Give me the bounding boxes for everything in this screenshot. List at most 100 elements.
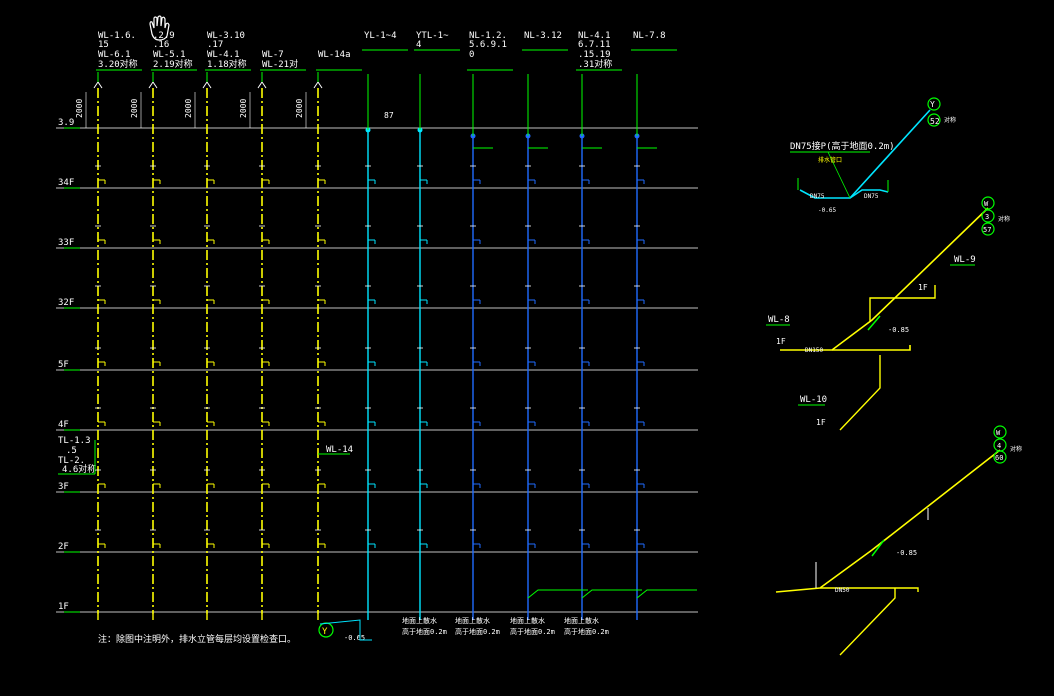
floor-label: 3F <box>58 482 69 492</box>
bottom-leader <box>527 589 588 599</box>
floor-label: 32F <box>58 298 74 308</box>
bottom-note: 注：除图中注明外，排水立管每层均设置检查口。 <box>98 633 296 645</box>
svg-text:-0.65: -0.65 <box>818 207 836 214</box>
riser-tag2: WL-6.1 <box>98 50 131 60</box>
floor-label: 3.9 <box>58 118 74 128</box>
riser-tag: YL-1~4 <box>364 31 397 41</box>
floor-lines <box>56 127 698 613</box>
dim-label: 2000 <box>75 99 84 118</box>
detail-wl8: WL-8 <box>768 315 790 325</box>
detail-neg: -0.85 <box>888 326 909 334</box>
svg-text:W: W <box>996 429 1001 437</box>
dim-label: 2000 <box>130 99 139 118</box>
riser-tag2: 0 <box>469 50 474 60</box>
riser-tag-sub: .17 <box>207 40 223 50</box>
riser-tag: WL-1.6. <box>98 31 136 41</box>
dim-label: 2000 <box>295 99 304 118</box>
floor-label: 33F <box>58 238 74 248</box>
riser-tag-sub: 5.6.9.1 <box>469 40 507 50</box>
bottom-note-line2: 高于地面0.2m <box>564 627 609 636</box>
riser-note: 1.18对称 <box>207 58 247 70</box>
svg-text:-0.85: -0.85 <box>896 549 917 557</box>
riser-tag: .2.9 <box>153 31 175 41</box>
riser-tag-sub: .16 <box>153 40 169 50</box>
bottom-nl-notes: 地面上散水高于地面0.2m地面上散水高于地面0.2m地面上散水高于地面0.2m地… <box>402 589 697 636</box>
floor-label: 2F <box>58 542 69 552</box>
riser-tag-sub: 4 <box>416 40 421 50</box>
riser-tag2: WL-4.1 <box>207 50 240 60</box>
svg-text:对称: 对称 <box>1010 445 1022 453</box>
bottom-note-line2: 高于地面0.2m <box>510 627 555 636</box>
svg-text:1F: 1F <box>776 337 786 346</box>
detail-top: DN75接P(高于地面0.2m) 排水管口 DN75 DN75 -0.65 Y … <box>790 97 956 214</box>
tl-left-label-2: .5 <box>66 446 77 456</box>
vent-cap <box>313 81 323 89</box>
tl-left-label-3: TL-2. <box>58 456 85 466</box>
bottom-note-line1: 地面上散水 <box>402 616 437 625</box>
roof-note: 87 <box>384 111 394 120</box>
detail-1f: 1F <box>816 418 826 427</box>
dim-label: 2000 <box>239 99 248 118</box>
riser-tag: NL-1.2. <box>469 31 507 41</box>
riser-tag: NL-4.1 <box>578 31 611 41</box>
riser-tag2: WL-7 <box>262 50 284 60</box>
tl-left-label: TL-1.3 <box>58 436 91 446</box>
bottom-note-line1: 地面上散水 <box>564 616 599 625</box>
dim-label: 2000 <box>184 99 193 118</box>
detail-middle: WL-8 WL-9 WL-10 1F 1F 1F -0.85 DN150 W 3… <box>766 196 1010 431</box>
detail-wl10: WL-10 <box>800 395 827 405</box>
wl14-label: WL-14 <box>326 445 353 455</box>
riser-tag2: WL-5.1 <box>153 50 186 60</box>
hand-pan-icon[interactable] <box>149 15 170 41</box>
svg-text:Y: Y <box>930 100 935 109</box>
detail-bottom: -0.85 DN50 W 4 60 对称 <box>775 425 1022 656</box>
riser-note: WL-21对 <box>262 58 298 70</box>
bottom-leader <box>636 589 697 599</box>
svg-text:DN50: DN50 <box>835 587 850 594</box>
detail-dn150: DN150 <box>805 347 823 354</box>
vent-cap <box>202 81 212 89</box>
bottom-note-line2: 高于地面0.2m <box>455 627 500 636</box>
riser-note: 3.20对称 <box>98 58 138 70</box>
detail-wl9: WL-9 <box>954 255 976 265</box>
vent-cap <box>257 81 267 89</box>
svg-text:1F: 1F <box>918 283 928 292</box>
detail-dn-label: DN75接P(高于地面0.2m) <box>790 140 895 152</box>
riser-tag2: WL-14a <box>318 50 351 60</box>
svg-text:3: 3 <box>985 213 989 221</box>
svg-text:60: 60 <box>995 454 1003 462</box>
riser-note: .31对称 <box>578 58 612 70</box>
floor-labels: 3.9 34F 33F 32F 5F 4F 3F 2F 1F <box>58 118 74 612</box>
riser-tag: WL-3.10 <box>207 31 245 41</box>
bottom-note-line1: 地面上散水 <box>510 616 545 625</box>
riser-tag: NL-3.12 <box>524 31 562 41</box>
svg-text:57: 57 <box>983 226 991 234</box>
tl-left-label-4: 4.6对称 <box>62 463 96 475</box>
vent-cap <box>148 81 158 89</box>
y-marker-label: Y <box>322 627 328 637</box>
floor-label: 1F <box>58 602 69 612</box>
vent-cap <box>93 81 103 89</box>
svg-text:W: W <box>984 200 989 208</box>
riser-tag: YTL-1~ <box>416 31 449 41</box>
svg-text:DN75: DN75 <box>810 193 825 200</box>
floor-label: 5F <box>58 360 69 370</box>
bottom-leader <box>581 589 642 599</box>
bottom-note-line2: 高于地面0.2m <box>402 627 447 636</box>
svg-text:对称: 对称 <box>998 215 1010 223</box>
floor-label: 4F <box>58 420 69 430</box>
bottom-note-line1: 地面上散水 <box>455 616 490 625</box>
svg-text:排水管口: 排水管口 <box>818 156 842 164</box>
svg-text:52: 52 <box>930 117 940 126</box>
riser-tag-sub: 6.7.11 <box>578 40 611 50</box>
floor-label: 34F <box>58 178 74 188</box>
riser-tag2: .15.19 <box>578 50 611 60</box>
svg-text:DN75: DN75 <box>864 193 879 200</box>
svg-text:对称: 对称 <box>944 116 956 124</box>
svg-text:4: 4 <box>997 442 1001 450</box>
level-neg-label: -0.65 <box>344 634 365 642</box>
riser-note: 2.19对称 <box>153 58 193 70</box>
riser-tag-sub: 15 <box>98 40 109 50</box>
